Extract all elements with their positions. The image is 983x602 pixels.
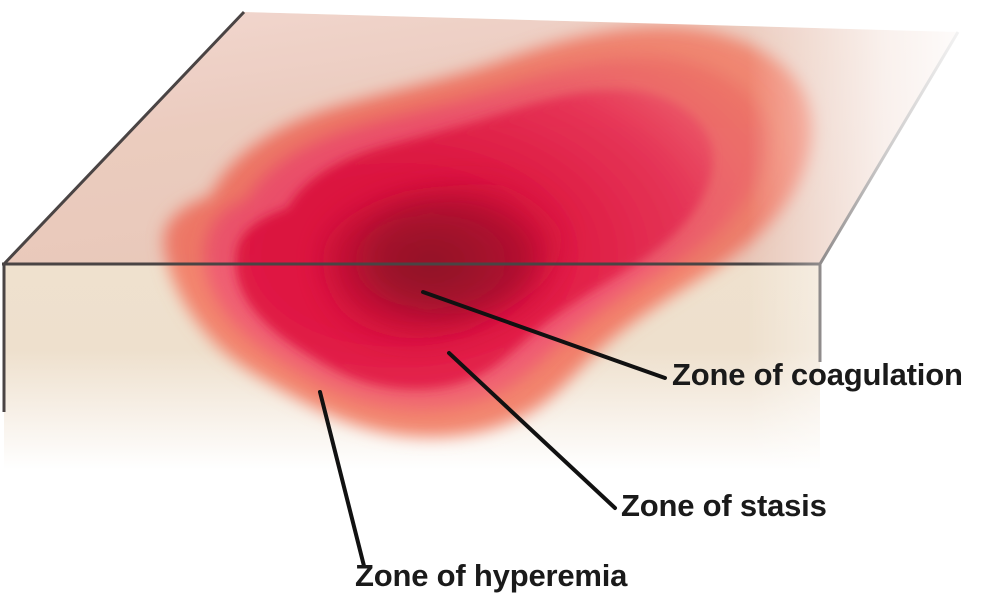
leader-lines (318, 290, 667, 568)
leader-line-coagulation (421, 290, 667, 380)
label-zone-of-hyperemia: Zone of hyperemia (355, 558, 628, 593)
leader-line-stasis (447, 351, 617, 510)
bottom-edge-fade (0, 300, 983, 602)
leader-line-hyperemia (318, 390, 366, 568)
label-zone-of-coagulation: Zone of coagulation (672, 357, 963, 392)
label-zone-of-stasis: Zone of stasis (621, 488, 827, 523)
